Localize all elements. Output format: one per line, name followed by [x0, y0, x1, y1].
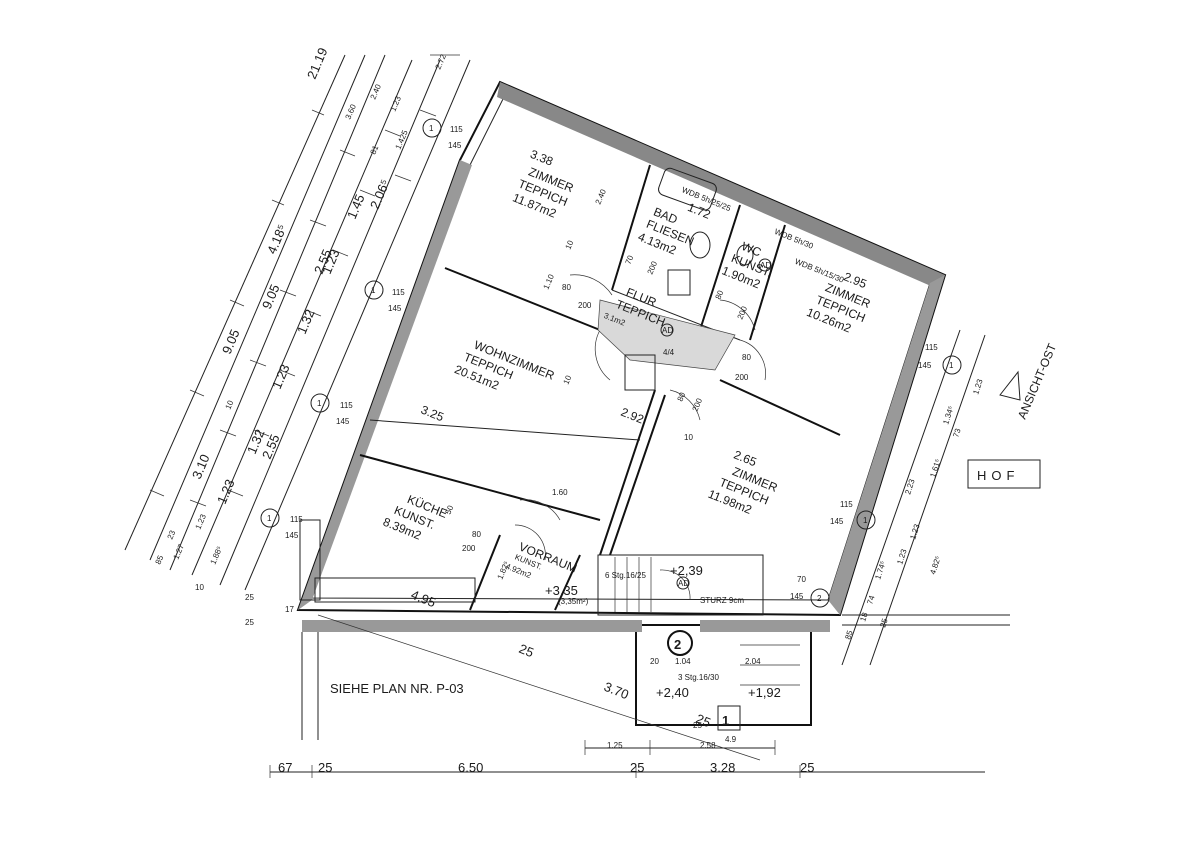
frac-3-top: 115: [340, 401, 353, 410]
axis-markers: 1 115 145 1 115 145 1 115 145 1 115 145 …: [260, 118, 962, 608]
frac-4-bot: 145: [285, 531, 299, 540]
left-dimension-lines: [124, 54, 471, 591]
door-80c: 80: [742, 353, 751, 362]
stairs-3: 3 Stg.16/30: [678, 673, 719, 682]
dim-10c: 10: [684, 433, 693, 442]
bottom-1-25: 1.25: [607, 741, 623, 750]
ad-marker-1: AD: [662, 326, 673, 335]
level-20: 20: [650, 657, 659, 666]
hof-label: HOF: [977, 468, 1019, 483]
dim-10a: 10: [564, 239, 576, 251]
dim-r-73: 73: [951, 427, 962, 439]
frac-2-top: 115: [392, 288, 405, 297]
door-80a: 80: [562, 283, 571, 292]
marker-1e: 1: [949, 361, 954, 370]
frac-6-top: 115: [840, 500, 853, 509]
marker-2: 2: [817, 594, 822, 603]
door-200e: 200: [462, 544, 476, 553]
dim-r-85: 85: [843, 629, 854, 641]
dim-r-74: 74: [865, 594, 876, 606]
level-4-9: 4.9: [725, 735, 737, 744]
door-80e: 80: [472, 530, 481, 539]
dim-10b: 10: [562, 374, 574, 386]
bottom-25b: 25: [630, 760, 644, 775]
marker-1f: 1: [863, 516, 868, 525]
level-2-39: +2,39: [670, 563, 703, 578]
level-3-35-area: (3,35m²): [558, 597, 589, 606]
bottom-17: 17: [285, 605, 294, 614]
frac-4-top: 115: [290, 515, 303, 524]
frac-2-bot: 145: [388, 304, 402, 313]
diag-25: 25: [517, 641, 536, 660]
bath-spec: 4/4: [663, 348, 675, 357]
door-80b: 80: [714, 289, 726, 301]
level-2-40: +2,40: [656, 685, 689, 700]
stairs-6: 6 Stg.16/25: [605, 571, 646, 580]
flur-hatch: [597, 299, 736, 371]
diag-25b: 25: [694, 711, 713, 730]
bottom-6-50: 6.50: [458, 760, 483, 775]
ad-marker-2: AD: [760, 261, 771, 270]
marker-1a: 1: [429, 124, 434, 133]
stair-treads: [614, 557, 800, 686]
dim-r-18: 18: [858, 611, 869, 623]
dim-25-left: 25: [245, 593, 254, 602]
door-200c: 200: [735, 373, 749, 382]
bottom-dimensions: 67 25 6.50 25 3.28 25 1.25 2.58 17: [269, 605, 985, 778]
diagonal-dims: 25 3.70 25: [317, 614, 761, 761]
marker-1d: 1: [267, 514, 272, 523]
ad-marker-3: AD: [678, 579, 689, 588]
marker-1b: 1: [371, 286, 376, 295]
siehe-plan-label: SIEHE PLAN NR. P-03: [330, 681, 464, 696]
south-wall: [301, 614, 1010, 740]
dim-10: 10: [224, 399, 236, 411]
sturz-label: STURZ 9cm: [700, 596, 744, 605]
entry-marker-1: 1: [722, 713, 729, 728]
door-80d: 80: [676, 391, 688, 403]
door-swings: [514, 274, 766, 601]
stair-marker-2: 2: [674, 637, 681, 652]
frac-7-bot: 145: [790, 592, 804, 601]
level-2-04: 2.04: [745, 657, 761, 666]
frac-1-bot: 145: [448, 141, 462, 150]
dim-r-25: 25: [878, 617, 889, 629]
frac-5-bot: 145: [918, 361, 932, 370]
frac-1-top: 115: [450, 125, 463, 134]
level-1-04: 1.04: [675, 657, 691, 666]
dim-23: 23: [166, 529, 178, 541]
level-3-35: +3,35: [545, 583, 578, 598]
bottom-25a: 25: [318, 760, 332, 775]
bath-fixtures: [624, 167, 754, 391]
frac-6-bot: 145: [830, 517, 844, 526]
building-outline: [296, 80, 947, 617]
bottom-3-28: 3.28: [710, 760, 735, 775]
stairs-levels: +2,39 +3,35 (3,35m²) 6 Stg.16/25 STURZ 9…: [545, 557, 812, 744]
door-70: 70: [624, 254, 636, 266]
dim-85: 85: [154, 554, 166, 566]
dim-50: 50: [444, 504, 456, 516]
paper: [128, 50, 1058, 780]
dim-10-left: 10: [195, 583, 204, 592]
frac-5-top: 115: [925, 343, 938, 352]
view-arrow-icon: [999, 370, 1021, 401]
bottom-67: 67: [278, 760, 292, 775]
door-200a: 200: [578, 301, 592, 310]
bottom-2-58: 2.58: [700, 741, 716, 750]
level-25: 25: [693, 721, 702, 730]
bottom-25c: 25: [800, 760, 814, 775]
dim-81: 81: [369, 144, 381, 156]
marker-1c: 1: [317, 399, 322, 408]
frac-3-bot: 145: [336, 417, 350, 426]
level-1-92: +1,92: [748, 685, 781, 700]
dim-25-left-b: 25: [245, 618, 254, 627]
dim-1-60: 1.60: [552, 488, 568, 497]
frac-7-top: 70: [797, 575, 806, 584]
